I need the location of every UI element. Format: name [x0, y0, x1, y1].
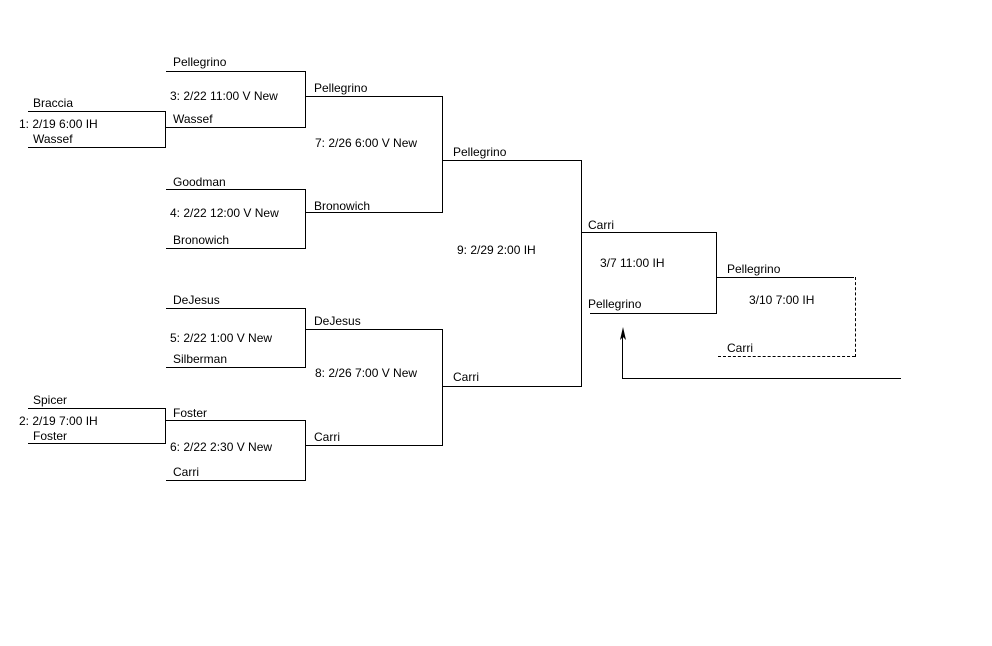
- g7-info: 7: 2/26 6:00 V New: [315, 136, 418, 150]
- g5-bottom-player: Silberman: [173, 352, 228, 366]
- g2-bottom-line: [28, 443, 166, 444]
- g5-bottom-line: [166, 367, 305, 368]
- g8-top-line: [305, 329, 443, 330]
- g9-connector: [581, 160, 582, 387]
- g1-bottom-line: [28, 147, 166, 148]
- g3-connector: [305, 71, 306, 128]
- g5-top-player: DeJesus: [173, 293, 220, 307]
- g1-connector: [165, 111, 166, 148]
- g4-bottom-player: Bronowich: [173, 233, 230, 247]
- g5-connector: [305, 308, 306, 368]
- g3-info: 3: 2/22 11:00 V New: [170, 89, 278, 103]
- g9-top-player: Pellegrino: [453, 145, 507, 159]
- g5-top-line: [166, 308, 305, 309]
- ifneeded-connector: [855, 277, 856, 357]
- g6-connector: [305, 420, 306, 481]
- g7-bottom-player: Bronowich: [314, 199, 371, 213]
- g2-top-player: Spicer: [33, 393, 68, 407]
- return-arrow-shaft: [622, 334, 623, 379]
- g2-info: 2: 2/19 7:00 IH: [19, 414, 98, 428]
- arrow-up-icon: [620, 327, 626, 340]
- final-top-player: Carri: [588, 218, 614, 232]
- g4-top-player: Goodman: [173, 175, 226, 189]
- g6-bottom-line: [166, 480, 305, 481]
- final-connector: [716, 232, 717, 314]
- g2-bottom-player: Foster: [33, 429, 68, 443]
- g7-top-line: [305, 96, 443, 97]
- g6-bottom-player: Carri: [173, 465, 199, 479]
- g7-bottom-line: [305, 212, 443, 213]
- final-top-line: [582, 232, 717, 233]
- g8-connector: [442, 329, 443, 446]
- g9-bottom-player: Carri: [453, 370, 479, 384]
- return-arrow-line: [622, 378, 901, 379]
- g8-bottom-player: Carri: [314, 430, 340, 444]
- g7-connector: [442, 96, 443, 213]
- g4-info: 4: 2/22 12:00 V New: [170, 206, 279, 220]
- g6-info: 6: 2/22 2:30 V New: [170, 440, 273, 454]
- ifneeded-bottom-player: Carri: [727, 341, 753, 355]
- g7-top-player: Pellegrino: [314, 81, 368, 95]
- g3-bottom-line: [166, 127, 305, 128]
- g9-top-line: [443, 160, 582, 161]
- g4-connector: [305, 189, 306, 249]
- g6-top-line: [166, 420, 305, 421]
- final-bottom-player: Pellegrino: [588, 297, 642, 311]
- ifneeded-bottom-line: [718, 356, 855, 357]
- final-bottom-line: [590, 313, 717, 314]
- g6-top-player: Foster: [173, 406, 208, 420]
- g4-top-line: [166, 189, 305, 190]
- g1-top-line: [28, 111, 166, 112]
- final-info: 3/7 11:00 IH: [600, 256, 665, 270]
- g5-info: 5: 2/22 1:00 V New: [170, 331, 273, 345]
- ifneeded-info: 3/10 7:00 IH: [749, 293, 815, 307]
- g1-bottom-player: Wassef: [33, 132, 73, 146]
- g3-top-line: [166, 71, 305, 72]
- g1-info: 1: 2/19 6:00 IH: [19, 117, 98, 131]
- g8-info: 8: 2/26 7:00 V New: [315, 366, 418, 380]
- g4-bottom-line: [166, 248, 305, 249]
- g2-top-line: [28, 408, 166, 409]
- g8-top-player: DeJesus: [314, 314, 361, 328]
- g3-top-player: Pellegrino: [173, 55, 227, 69]
- g8-bottom-line: [305, 445, 443, 446]
- g9-bottom-line: [443, 386, 582, 387]
- ifneeded-top-line: [717, 277, 854, 278]
- ifneeded-top-player: Pellegrino: [727, 262, 781, 276]
- g3-bottom-player: Wassef: [173, 112, 213, 126]
- g9-info: 9: 2/29 2:00 IH: [457, 243, 536, 257]
- g1-top-player: Braccia: [33, 96, 74, 110]
- g2-connector: [165, 408, 166, 444]
